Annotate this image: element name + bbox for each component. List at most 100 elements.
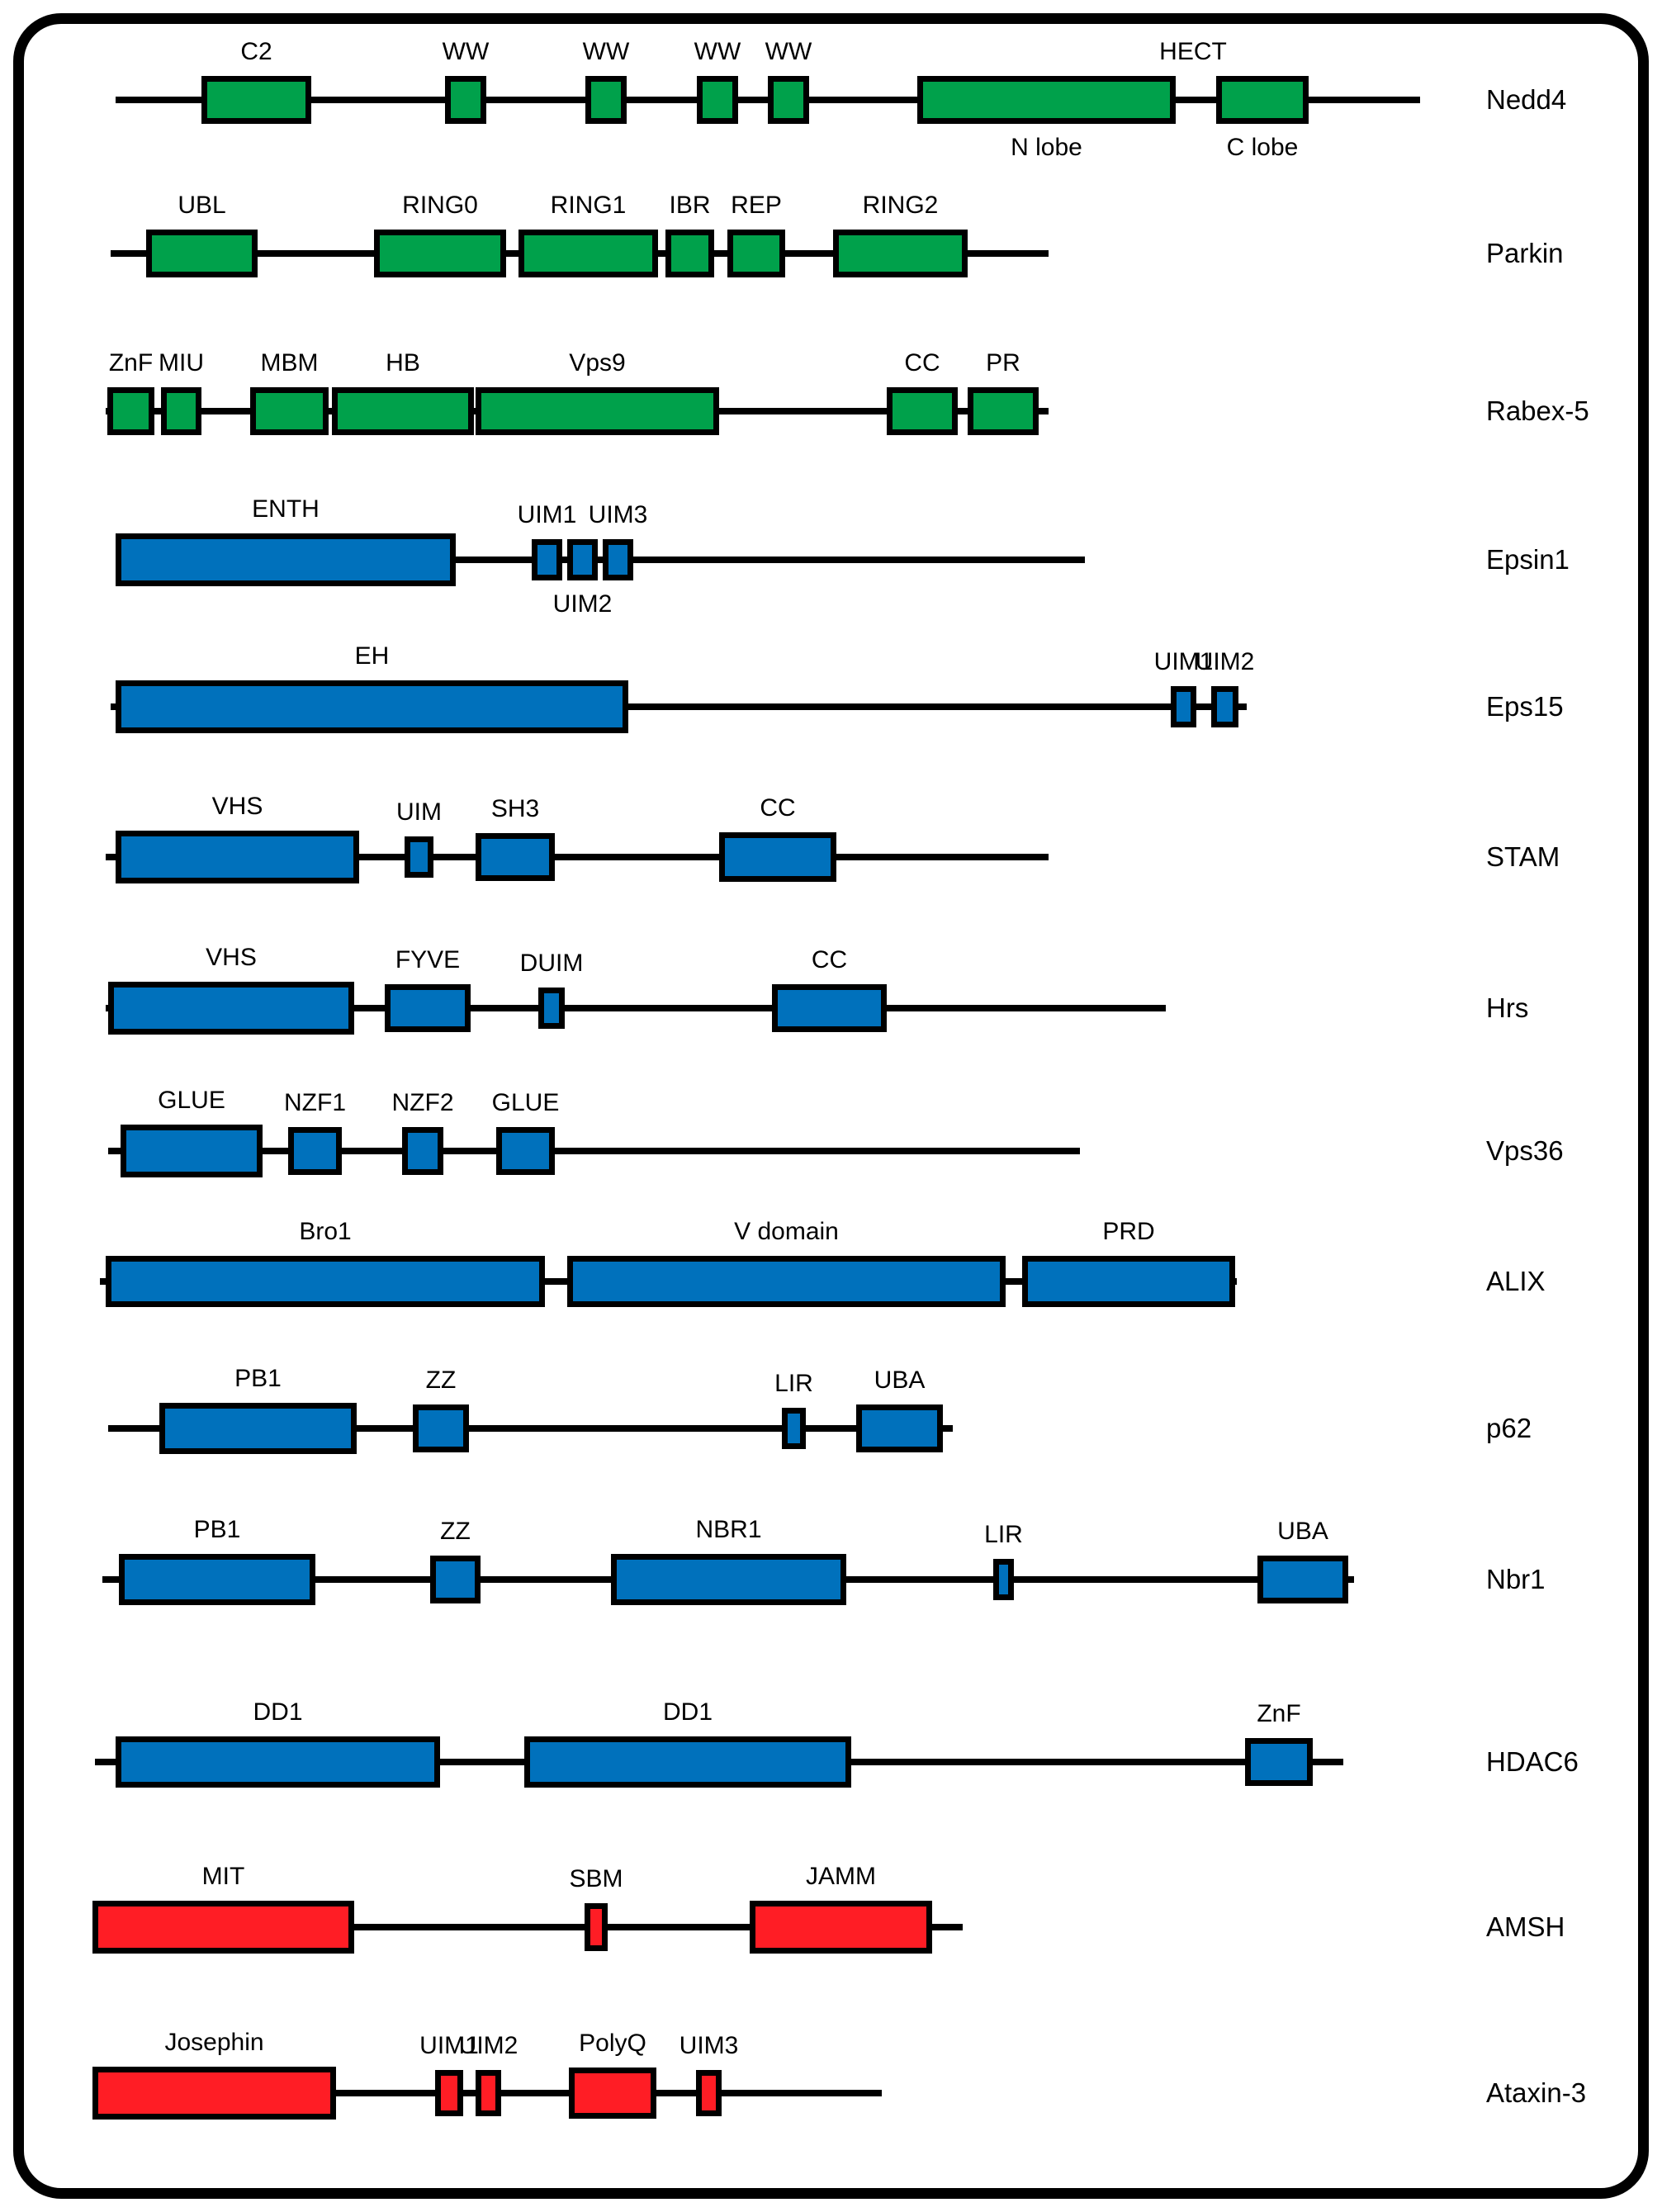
domain-label: SBM xyxy=(569,1865,623,1892)
domain-box xyxy=(106,1256,545,1307)
domain-label: UIM3 xyxy=(588,501,648,528)
backbone-line xyxy=(92,1924,963,1930)
domain-box xyxy=(696,2070,722,2116)
domain-label: V domain xyxy=(734,1218,839,1245)
domain-box xyxy=(201,76,311,124)
backbone-line xyxy=(111,703,1247,710)
domain-box xyxy=(968,387,1039,435)
domain-label: JAMM xyxy=(806,1863,876,1890)
domain-label: UIM xyxy=(396,798,442,826)
domain-label: WW xyxy=(442,38,490,65)
domain-sublabel: C lobe xyxy=(1226,134,1299,161)
domain-label: MIU xyxy=(159,349,204,377)
protein-name-label: HDAC6 xyxy=(1486,1746,1579,1777)
domain-label: PB1 xyxy=(234,1365,282,1392)
backbone-line xyxy=(106,1005,1166,1011)
protein-name-label: Parkin xyxy=(1486,238,1564,268)
domain-label: ZnF xyxy=(1257,1700,1301,1727)
domain-box xyxy=(250,387,329,435)
protein-name-label: Nbr1 xyxy=(1486,1564,1546,1594)
backbone-line xyxy=(108,1148,1080,1154)
protein-name-label: Vps36 xyxy=(1486,1135,1564,1166)
domain-box xyxy=(532,539,562,580)
domain-label: RING2 xyxy=(862,192,939,219)
domain-box xyxy=(1211,686,1238,727)
domain-box xyxy=(569,2068,656,2119)
domain-group-label: HECT xyxy=(1159,38,1227,65)
domain-label: CC xyxy=(904,349,940,377)
domain-box xyxy=(1171,686,1196,727)
domain-box xyxy=(146,230,258,277)
domain-box xyxy=(496,1127,555,1175)
domain-label: UIM2 xyxy=(458,2032,518,2059)
domain-box xyxy=(332,387,474,435)
domain-box xyxy=(856,1404,943,1452)
domain-box xyxy=(782,1408,806,1449)
domain-label: C2 xyxy=(240,38,272,65)
protein-name-label: Epsin1 xyxy=(1486,544,1570,575)
domain-sublabel: N lobe xyxy=(1011,134,1082,161)
backbone-line xyxy=(108,1425,953,1432)
domain-label: UIM1 xyxy=(1153,648,1214,675)
domain-label: WW xyxy=(694,38,741,65)
domain-label: UIM1 xyxy=(517,501,577,528)
domain-box xyxy=(107,387,154,435)
domain-label: PR xyxy=(986,349,1020,377)
domain-label: UIM1 xyxy=(419,2032,479,2059)
domain-label: FYVE xyxy=(395,946,461,973)
domain-label: DUIM xyxy=(519,950,584,977)
domain-label: SH3 xyxy=(490,795,540,822)
protein-name-label: ALIX xyxy=(1486,1266,1546,1296)
domain-label: MBM xyxy=(260,349,319,377)
domain-box xyxy=(413,1404,469,1452)
domain-box xyxy=(116,680,628,733)
domain-box xyxy=(402,1127,443,1175)
domain-box xyxy=(476,387,719,435)
domain-label: UIM3 xyxy=(679,2032,739,2059)
domain-box xyxy=(611,1554,846,1605)
domain-box xyxy=(161,387,201,435)
domain-box xyxy=(445,76,486,124)
domain-box xyxy=(1022,1256,1235,1307)
domain-box xyxy=(993,1559,1014,1600)
domain-box xyxy=(476,2070,501,2116)
domain-label: CC xyxy=(811,946,848,973)
domain-box xyxy=(116,831,359,883)
domain-label: RING1 xyxy=(550,192,627,219)
domain-label: WW xyxy=(765,38,812,65)
domain-box xyxy=(116,1736,440,1788)
domain-label: Josephin xyxy=(164,2029,264,2056)
domain-label: NBR1 xyxy=(695,1516,762,1543)
domain-label: ENTH xyxy=(252,495,320,523)
domain-label: WW xyxy=(582,38,630,65)
domain-label: PRD xyxy=(1102,1218,1155,1245)
protein-name-label: Eps15 xyxy=(1486,691,1564,722)
domain-box xyxy=(567,1256,1006,1307)
domain-label: ZZ xyxy=(425,1367,457,1394)
domain-label: UBA xyxy=(1277,1518,1328,1545)
domain-label: IBR xyxy=(669,192,711,219)
domain-box xyxy=(887,387,958,435)
domain-box xyxy=(435,2070,463,2116)
domain-label: REP xyxy=(731,192,782,219)
protein-name-label: Rabex-5 xyxy=(1486,396,1589,426)
domain-box xyxy=(772,984,887,1032)
domain-box xyxy=(538,988,565,1029)
domain-box xyxy=(585,1903,608,1951)
protein-name-label: AMSH xyxy=(1486,1911,1565,1942)
protein-name-label: STAM xyxy=(1486,841,1560,872)
protein-name-label: Nedd4 xyxy=(1486,84,1567,115)
domain-box xyxy=(1257,1556,1348,1603)
backbone-line xyxy=(106,854,1049,860)
domain-label: UBL xyxy=(178,192,226,219)
domain-label: HB xyxy=(386,349,420,377)
protein-name-label: Ataxin-3 xyxy=(1486,2077,1587,2108)
domain-box xyxy=(719,832,836,882)
domain-label: GLUE xyxy=(491,1089,560,1116)
domain-label: MIT xyxy=(201,1863,245,1890)
domain-label: CC xyxy=(760,794,796,822)
domain-label: LIR xyxy=(774,1370,813,1397)
domain-label: DD1 xyxy=(253,1698,303,1726)
domain-box xyxy=(288,1127,342,1175)
